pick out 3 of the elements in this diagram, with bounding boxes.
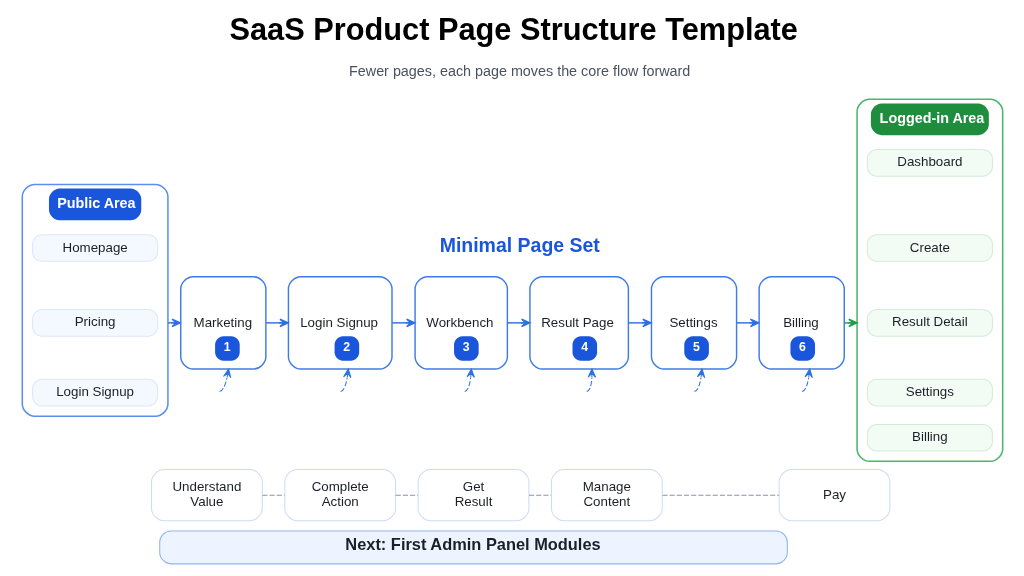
diagram-title: SaaS Product Page Structure Template [228, 11, 798, 47]
label: Fewer pages, each page moves the core flow forward [348, 63, 690, 80]
label: Minimal Page Set [439, 233, 600, 256]
